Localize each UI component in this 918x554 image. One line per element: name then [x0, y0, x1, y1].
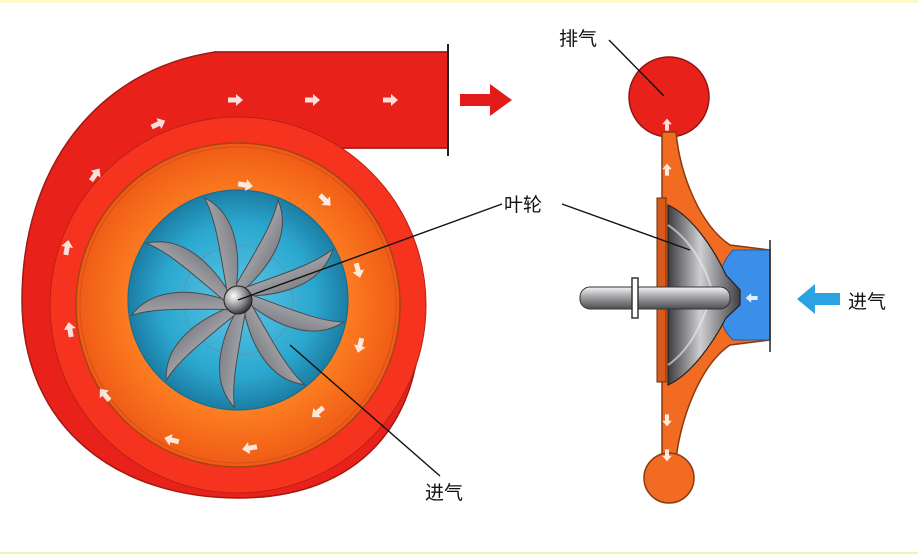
inflow-arrow-icon — [797, 284, 840, 314]
top-border — [0, 0, 918, 3]
label-impeller: 叶轮 — [504, 194, 543, 216]
pump-cross-section — [579, 56, 771, 504]
outflow-arrow-icon — [460, 84, 512, 116]
impeller-blades — [130, 196, 346, 410]
label-exhaust: 排气 — [559, 28, 598, 50]
label-intake-right: 进气 — [848, 291, 887, 313]
bottom-border — [0, 552, 918, 554]
leader-lines — [237, 39, 691, 477]
label-intake-bottom: 进气 — [425, 482, 464, 504]
